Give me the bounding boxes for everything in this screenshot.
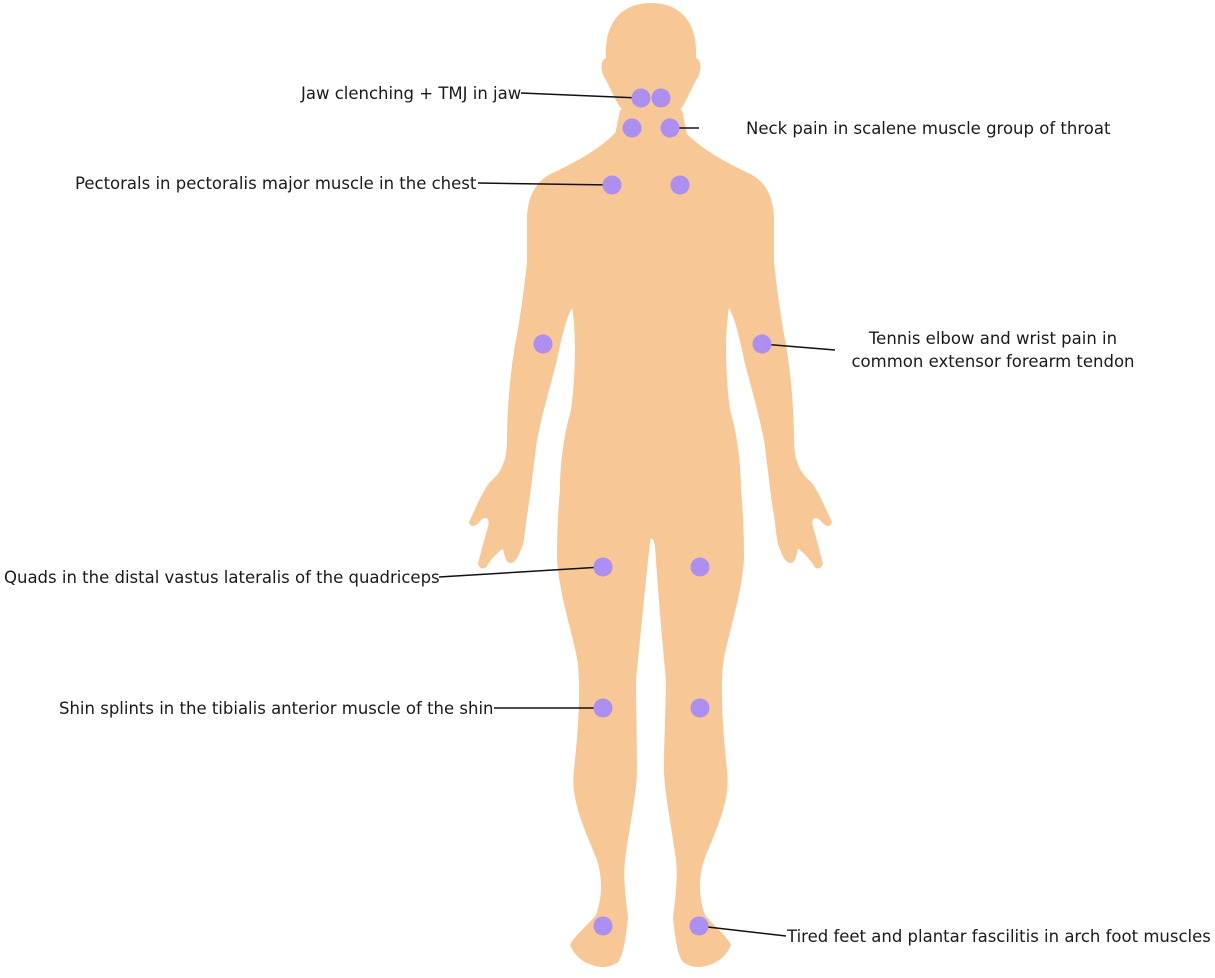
shin-label: Shin splints in the tibialis anterior mu… bbox=[59, 697, 494, 720]
pectoral-point-right bbox=[671, 176, 690, 195]
neck-point-right bbox=[661, 119, 680, 138]
neck-label: Neck pain in scalene muscle group of thr… bbox=[746, 117, 1110, 140]
jaw-point-right bbox=[652, 89, 671, 108]
elbow-point-right bbox=[753, 335, 772, 354]
jaw-label: Jaw clenching + TMJ in jaw bbox=[301, 82, 521, 105]
human-body-silhouette bbox=[469, 3, 832, 967]
jaw-point-left bbox=[632, 89, 651, 108]
elbow-label: Tennis elbow and wrist pain in common ex… bbox=[843, 327, 1143, 373]
foot-point-left bbox=[594, 917, 613, 936]
shin-point-right bbox=[691, 699, 710, 718]
feet-label: Tired feet and plantar fascilitis in arc… bbox=[787, 925, 1211, 948]
head-shape bbox=[602, 3, 701, 122]
pectorals-label: Pectorals in pectoralis major muscle in … bbox=[75, 172, 476, 195]
quad-point-left bbox=[594, 558, 613, 577]
foot-point-right bbox=[690, 917, 709, 936]
neck-point-left bbox=[623, 119, 642, 138]
quad-point-right bbox=[691, 558, 710, 577]
shin-point-left bbox=[594, 699, 613, 718]
elbow-point-left bbox=[534, 335, 553, 354]
torso-and-limbs-shape bbox=[469, 128, 832, 967]
elbow-label-line-2: common extensor forearm tendon bbox=[843, 350, 1143, 373]
elbow-label-line-1: Tennis elbow and wrist pain in bbox=[843, 327, 1143, 350]
pectoral-point-left bbox=[603, 176, 622, 195]
quads-label: Quads in the distal vastus lateralis of … bbox=[4, 566, 440, 589]
